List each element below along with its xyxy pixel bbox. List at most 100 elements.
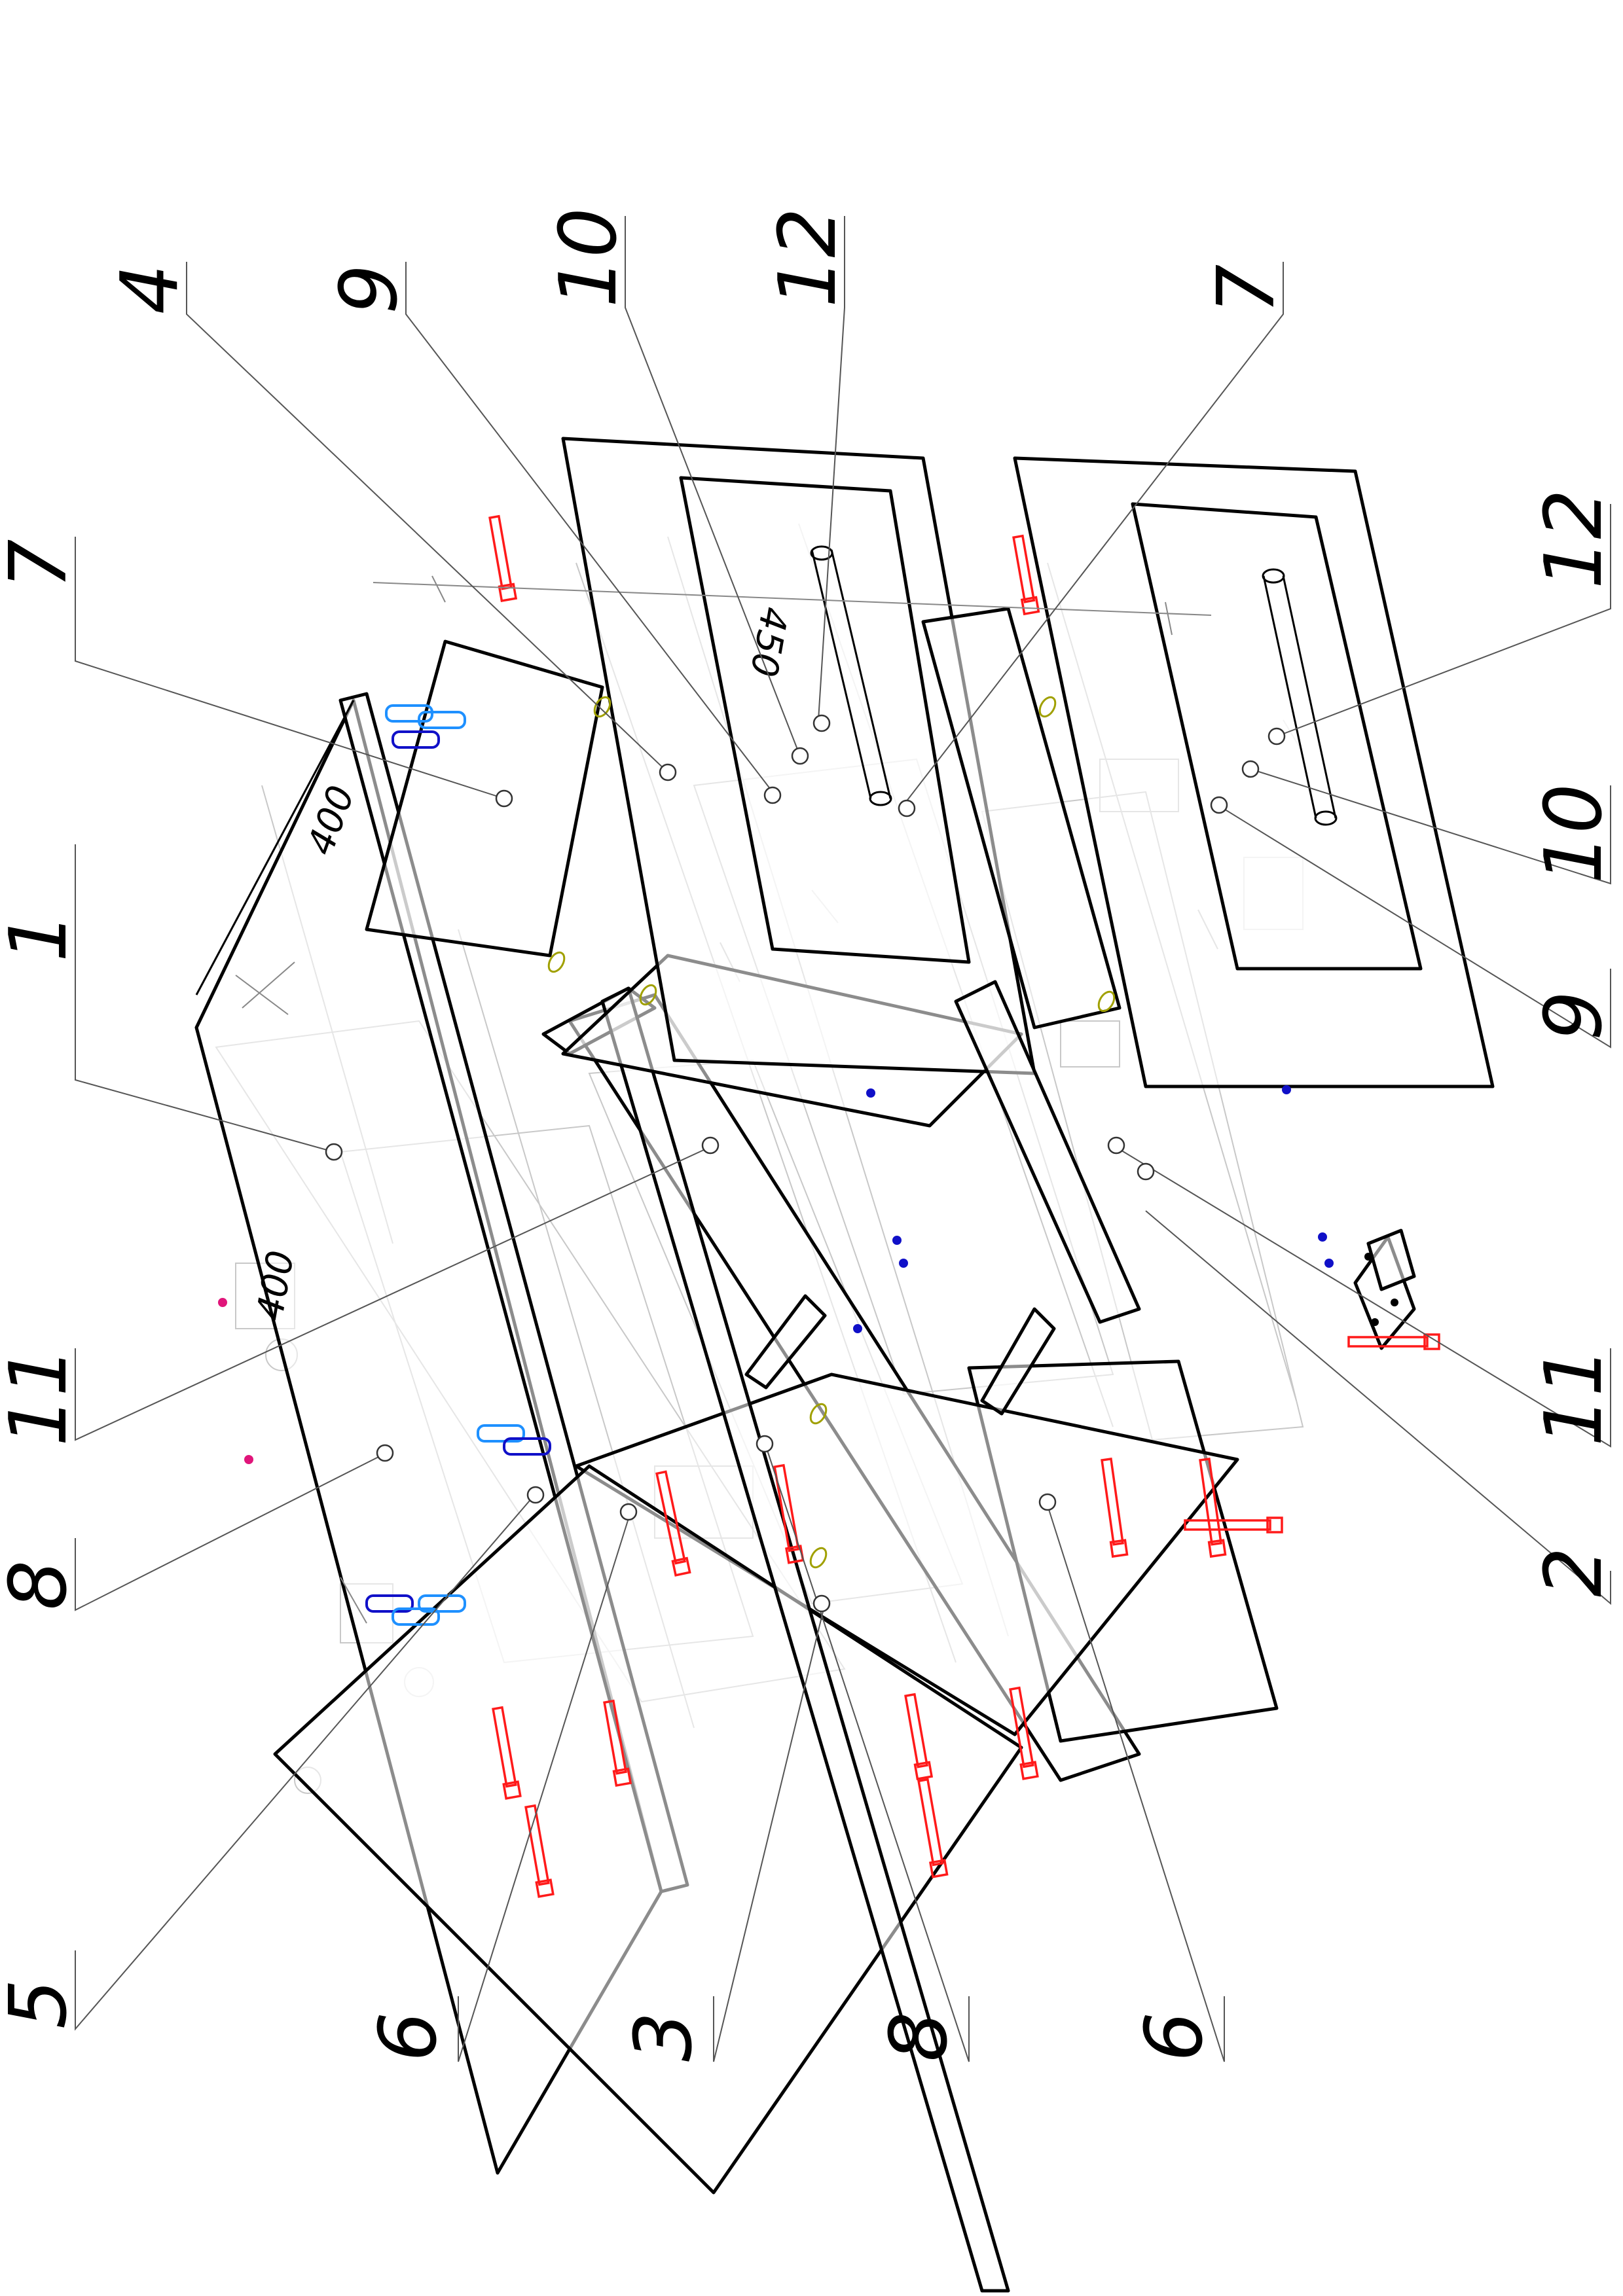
screw-shank — [1101, 1458, 1125, 1546]
cam-fittings — [547, 696, 1116, 1569]
callout-7: 7 — [1201, 264, 1292, 314]
hole-marker — [899, 1259, 908, 1268]
screw — [1012, 534, 1040, 616]
callout-numbers: 1 7 4 9 10 12 7 12 10 9 11 2 6 8 3 6 5 8… — [0, 207, 1620, 2062]
callout-7: 7 — [0, 539, 84, 589]
callout-12: 12 — [763, 207, 854, 308]
screw-head — [929, 1859, 949, 1878]
rail-lower — [980, 1307, 1056, 1416]
dowels — [365, 704, 551, 1626]
dowel — [503, 1437, 551, 1456]
drawer-bottom-rail — [954, 980, 1141, 1324]
screw-shank — [773, 1463, 800, 1552]
cam-fitting — [1097, 990, 1116, 1013]
hole-markers — [218, 1085, 1334, 1464]
hole-marker — [1318, 1232, 1327, 1242]
hole-marker — [218, 1298, 227, 1307]
dowel — [365, 1594, 414, 1613]
screw — [655, 1470, 691, 1577]
screws — [488, 514, 1440, 1898]
screw-head — [498, 583, 518, 602]
screw — [603, 1699, 632, 1787]
callout-1: 1 — [0, 912, 84, 962]
callout-8: 8 — [874, 2012, 965, 2062]
rail-mid — [744, 1294, 827, 1390]
screw-shank — [488, 514, 513, 590]
screw — [1101, 1458, 1129, 1558]
cam-fitting — [809, 1403, 828, 1425]
dowel — [418, 711, 466, 729]
screw-shank — [603, 1699, 628, 1775]
connector-block — [1353, 1229, 1416, 1350]
hole-marker — [1324, 1259, 1334, 1268]
callout-8: 8 — [0, 1560, 84, 1610]
cam-fitting — [639, 984, 657, 1006]
carcass — [194, 692, 1279, 2293]
screw-head — [535, 1878, 555, 1898]
screw-shank — [492, 1706, 517, 1788]
callout-10: 10 — [543, 207, 634, 308]
screw — [492, 1706, 522, 1800]
cam-fitting — [547, 951, 566, 973]
screw-shank — [917, 1778, 944, 1867]
callout-6: 6 — [1129, 2012, 1220, 2062]
screw-shank — [904, 1693, 929, 1768]
screw — [904, 1693, 934, 1780]
callout-10: 10 — [1529, 783, 1620, 884]
drawer-top-box — [365, 639, 604, 958]
screw — [1347, 1333, 1440, 1350]
screw-shank — [1199, 1458, 1223, 1546]
screw-shank — [524, 1804, 550, 1886]
screw — [1184, 1516, 1283, 1534]
callout-9: 9 — [324, 264, 415, 314]
cam-fitting — [593, 696, 611, 718]
hole-marker — [866, 1088, 875, 1098]
screw-shank — [1347, 1336, 1429, 1348]
screw-head — [1019, 1761, 1039, 1780]
dowel — [477, 1424, 525, 1443]
handle-bottom — [1262, 568, 1338, 826]
screw — [917, 1778, 949, 1878]
dowel — [418, 1594, 466, 1613]
dowel — [392, 730, 440, 749]
hole-marker — [244, 1455, 253, 1464]
hole-marker — [853, 1324, 862, 1333]
screw — [524, 1804, 555, 1898]
callout-4: 4 — [105, 264, 196, 314]
callout-6: 6 — [363, 2012, 454, 2062]
drawer-bottom-side — [921, 607, 1122, 1030]
callout-3: 3 — [619, 2012, 710, 2062]
screw-head — [1207, 1539, 1227, 1558]
rail-long-1 — [600, 986, 1010, 2293]
drawer-top — [365, 437, 1036, 1128]
hole-marker — [1282, 1085, 1291, 1094]
callout-9: 9 — [1529, 991, 1620, 1041]
screw — [1199, 1458, 1227, 1558]
hole-marker — [892, 1236, 902, 1245]
screw-head — [1109, 1539, 1129, 1558]
callout-12: 12 — [1529, 489, 1620, 589]
cam-fitting — [809, 1547, 828, 1569]
screw-shank — [655, 1470, 687, 1565]
dowel — [392, 1607, 440, 1626]
callout-5: 5 — [0, 1979, 84, 2029]
screw-head — [1266, 1516, 1283, 1534]
screw-shank — [1009, 1686, 1034, 1768]
screw-shank — [1012, 534, 1036, 603]
screw-head — [671, 1556, 691, 1577]
callout-2: 2 — [1529, 1547, 1620, 1597]
callout-leaders — [75, 216, 1611, 2062]
screw-head — [1423, 1333, 1440, 1350]
screw-head — [502, 1780, 522, 1800]
screw-head — [1020, 596, 1040, 616]
screw-head — [913, 1761, 934, 1780]
screw-shank — [1184, 1519, 1271, 1531]
cam-fitting — [1038, 696, 1057, 718]
drawer-bottom — [921, 456, 1495, 1324]
callout-11: 11 — [1529, 1346, 1620, 1446]
handle-top — [810, 545, 892, 806]
screw-head — [612, 1767, 632, 1787]
screw — [1009, 1686, 1039, 1780]
callout-11: 11 — [0, 1346, 84, 1446]
